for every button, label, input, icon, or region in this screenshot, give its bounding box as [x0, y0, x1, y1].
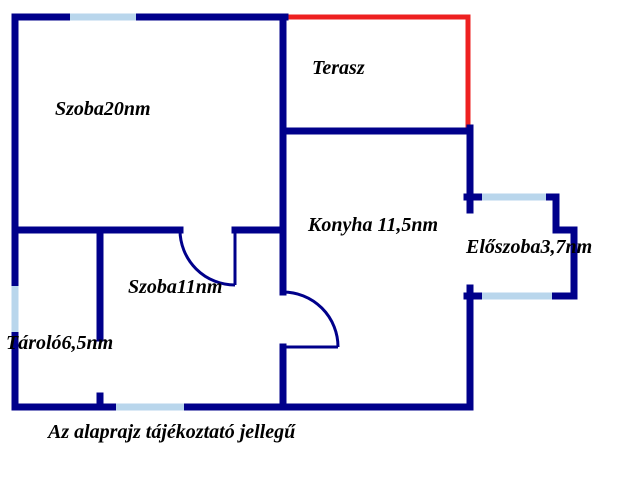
room-label-szoba11: Szoba11nm: [128, 276, 223, 298]
plan-disclaimer-caption: Az alaprajz tájékoztató jellegű: [48, 421, 296, 443]
terrace-open-edge: [284, 14, 471, 131]
room-label-szoba20: Szoba20nm: [55, 98, 151, 120]
room-label-terasz: Terasz: [312, 57, 365, 79]
door-arc-szoba20-szoba11: [178, 229, 236, 287]
room-label-konyha: Konyha 11,5nm: [308, 214, 439, 236]
room-label-eloszoba: Előszoba3,7nm: [466, 236, 593, 258]
room-label-tarolo: Tároló6,5nm: [6, 332, 114, 354]
door-arc-szoba11-konyha: [282, 290, 340, 348]
